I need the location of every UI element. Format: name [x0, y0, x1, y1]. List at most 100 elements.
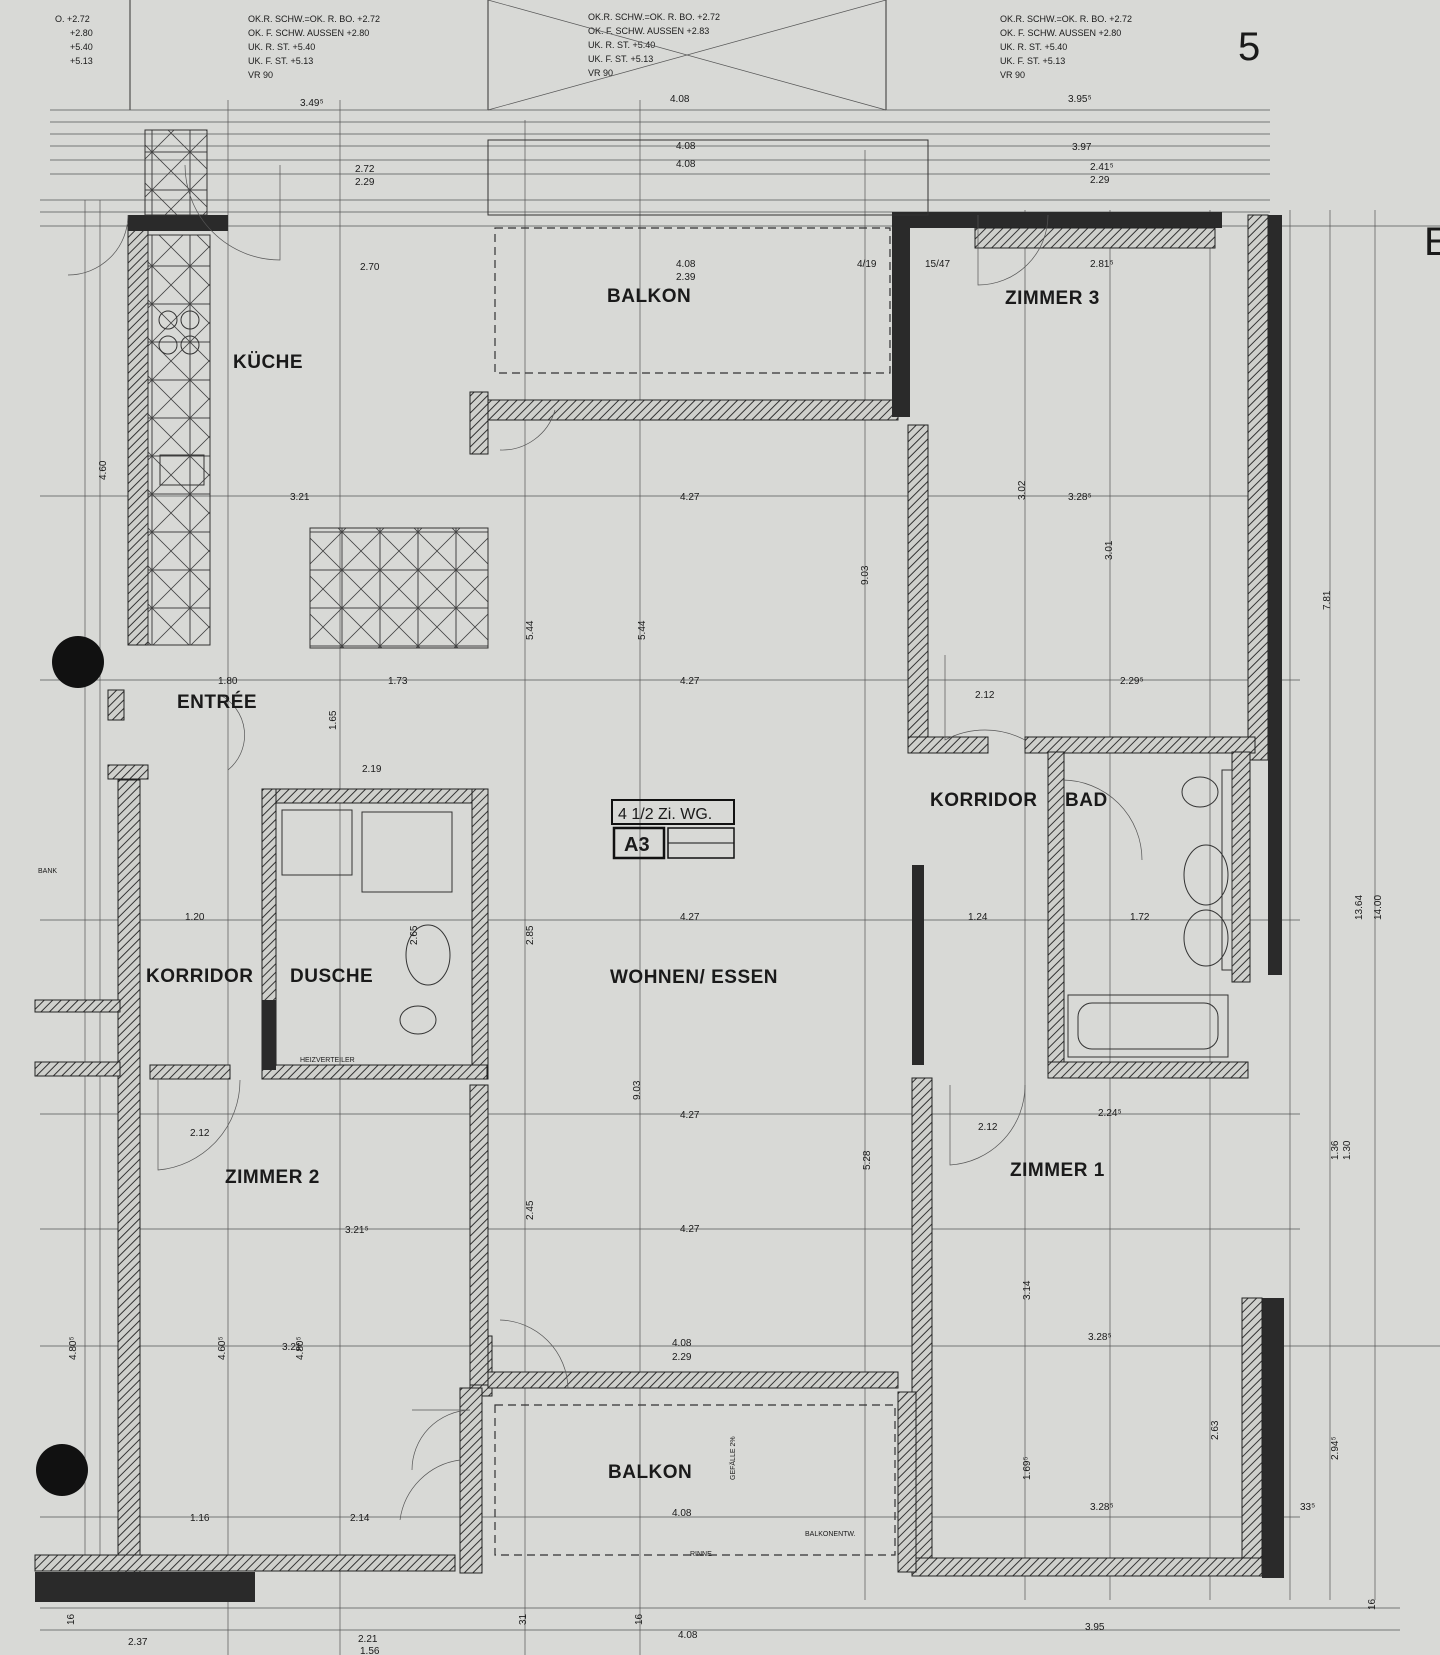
room-label-wohnen: WOHNEN/ ESSEN [610, 967, 778, 988]
dim-label: 33⁵ [1300, 1502, 1315, 1513]
room-label-korridor-left: KORRIDOR [146, 966, 253, 987]
dim-label: 4.08 [672, 1508, 692, 1519]
room-label-dusche: DUSCHE [290, 966, 373, 987]
dim-label: 4.08 [670, 94, 690, 105]
dim-label: 1.20 [185, 912, 205, 923]
dim-label: 1.56 [360, 1646, 380, 1655]
dim-label: 4.08 [678, 1630, 698, 1641]
note-heizverteiler: HEIZVERTEILER [300, 1057, 355, 1064]
dim-label: 3.49⁵ [300, 98, 324, 109]
header-block3-4: VR 90 [1000, 70, 1025, 80]
dim-label: 2.29 [672, 1352, 692, 1363]
dim-label: 2.29⁵ [1120, 676, 1144, 687]
dim-label: 2.39 [676, 272, 696, 283]
dimension-lines [40, 100, 1440, 1655]
dim-label: 2.70 [360, 262, 380, 273]
dim-label: 4/19 [857, 259, 877, 270]
header-block1-3: UK. F. ST. +5.13 [248, 56, 313, 66]
unit-type: 4 1/2 Zi. WG. [618, 806, 712, 823]
dim-label: 3.97 [1072, 142, 1092, 153]
dim-label: 1.73 [388, 676, 408, 687]
dim-label: 16 [1367, 1598, 1378, 1610]
grid-letter: E [1424, 220, 1440, 264]
header-block1-2: UK. R. ST. +5.40 [248, 42, 315, 52]
kitchen-counter [144, 129, 489, 649]
sanitary-fixtures [281, 769, 1233, 1058]
dim-label: 2.63 [1210, 1420, 1221, 1440]
header-notes: O. +2.72 +2.80 +5.40 +5.13 OK.R. SCHW.=O… [55, 12, 1440, 264]
room-label-kueche: KÜCHE [233, 352, 303, 373]
dim-label: 3.21 [290, 492, 310, 503]
header-block2-0: OK.R. SCHW.=OK. R. BO. +2.72 [588, 12, 720, 22]
header-block3-3: UK. F. ST. +5.13 [1000, 56, 1065, 66]
dim-label: 3.28⁵ [1088, 1332, 1112, 1343]
note-bank: BANK [38, 868, 57, 875]
wall-left-upper [127, 224, 149, 646]
room-label-zimmer3: ZIMMER 3 [1005, 288, 1100, 309]
room-labels: KÜCHE BALKON ZIMMER 3 ENTRÉE KORRIDOR BA… [146, 286, 1108, 1483]
dim-label: 16 [634, 1613, 645, 1625]
header-block1-4: VR 90 [248, 70, 273, 80]
dim-label: 2.37 [128, 1637, 148, 1648]
dim-label: 4.27 [680, 676, 700, 687]
dim-label: 5.44 [637, 620, 648, 640]
dim-label: 3.02 [1017, 480, 1028, 500]
dim-label: 4.60⁵ [217, 1336, 228, 1360]
walls [34, 212, 1284, 1602]
dim-label: 1.16 [190, 1513, 210, 1524]
dim-label: 2.19 [362, 764, 382, 775]
dim-label: 2.12 [975, 690, 995, 701]
annotations: BALKONENTW. RINNE BANK HEIZVERTEILER GEF… [38, 868, 856, 1558]
dim-label: 7.81 [1322, 590, 1333, 610]
dim-label: 2.21 [358, 1634, 378, 1645]
dim-label: 2.94⁵ [1330, 1436, 1341, 1460]
header-frame [129, 0, 887, 111]
dim-label: 9.03 [860, 565, 871, 585]
dim-label: 4.80⁵ [295, 1336, 306, 1360]
wall-right-upper [1247, 214, 1269, 761]
dim-label: 3.14 [1022, 1280, 1033, 1300]
header-block2-1: OK. F. SCHW. AUSSEN +2.83 [588, 26, 709, 36]
dim-label: 1.80 [218, 676, 238, 687]
wall-balcony-top [487, 399, 899, 421]
note-rinne: RINNE [690, 1551, 712, 1558]
room-label-zimmer1: ZIMMER 1 [1010, 1160, 1105, 1181]
header-left-2: +5.40 [70, 42, 93, 52]
header-left-0: O. +2.72 [55, 14, 90, 24]
header-block1-0: OK.R. SCHW.=OK. R. BO. +2.72 [248, 14, 380, 24]
room-label-zimmer2: ZIMMER 2 [225, 1167, 320, 1188]
dim-label: 2.41⁵ [1090, 162, 1114, 173]
dim-label: 14.00 [1373, 895, 1384, 920]
wall-zimmer2-right [469, 1084, 489, 1386]
wall-bottom-right [911, 1557, 1263, 1577]
dim-label: 13.64 [1354, 895, 1365, 920]
room-label-entree: ENTRÉE [177, 691, 257, 713]
room-label-bad: BAD [1065, 790, 1108, 811]
balcony-outlines [487, 139, 929, 1556]
dim-label: 4.08 [676, 159, 696, 170]
unit-tag: 4 1/2 Zi. WG. A3 [611, 799, 735, 860]
wall-right-lower [1262, 1298, 1284, 1578]
header-block2-2: UK. R. ST. +5.40 [588, 40, 655, 50]
punch-holes [36, 636, 104, 1496]
wall-zimmer3-left [907, 424, 929, 746]
note-balkonentw: BALKONENTW. [805, 1531, 856, 1538]
dim-label: 1.24 [968, 912, 988, 923]
header-left-3: +5.13 [70, 56, 93, 66]
dim-label: 3.28⁵ [1068, 492, 1092, 503]
note-gefaelle: GEFÄLLE 2% [729, 1436, 737, 1480]
dim-label: 2.12 [190, 1128, 210, 1139]
header-block2-4: VR 90 [588, 68, 613, 78]
dim-label: 2.29 [1090, 175, 1110, 186]
header-block3-2: UK. R. ST. +5.40 [1000, 42, 1067, 52]
dim-label: 15/47 [925, 259, 950, 270]
dim-label: 3.01 [1104, 540, 1115, 560]
dim-label: 16 [66, 1613, 77, 1625]
header-block3-0: OK.R. SCHW.=OK. R. BO. +2.72 [1000, 14, 1132, 24]
dim-label: 3.95⁵ [1068, 94, 1092, 105]
room-label-korridor-right: KORRIDOR [930, 790, 1037, 811]
dim-label: 2.72 [355, 164, 375, 175]
dim-label: 5.44 [525, 620, 536, 640]
dim-label: 1.69⁵ [1022, 1456, 1033, 1480]
